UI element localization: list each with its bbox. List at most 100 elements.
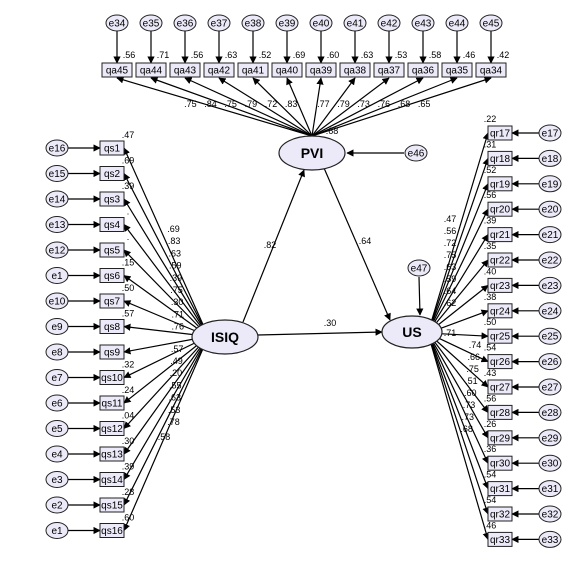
us-error-node-label: e24 [542, 306, 559, 317]
us-error-node-shape [538, 251, 562, 269]
us-error-node-label: e17 [542, 129, 559, 140]
isiq-r2-value: .47 [122, 130, 135, 140]
us-r2-value: .38 [484, 292, 497, 302]
us-indicator-shape [487, 150, 513, 166]
isiq-indicator-label: qs2 [104, 169, 121, 180]
isiq-loading-edge [123, 300, 206, 336]
isiq-indicator-shape [99, 293, 125, 309]
pvi-error-node-shape [343, 14, 367, 32]
us-indicator-shape [487, 531, 513, 547]
us-indicator-label: qr17 [490, 129, 510, 140]
us-indicator-label: qr23 [490, 281, 510, 292]
pvi-loading-edge [311, 77, 356, 137]
pvi-error-node-label: e37 [211, 19, 228, 30]
pvi-indicator-label: qa41 [242, 66, 265, 77]
pvi-error-node-label: e39 [279, 19, 296, 30]
us-loading-edge [429, 284, 489, 332]
us-loading-value: .47 [444, 214, 457, 224]
isiq-loading-value: .53 [168, 405, 181, 415]
pvi-loading-edge [116, 76, 313, 137]
isiq-loading-value: .57 [171, 344, 184, 354]
isiq-r2-value: . [127, 207, 130, 217]
pvi-r2-value: .63 [225, 50, 238, 60]
us-indicator-shape [487, 455, 513, 471]
us-error-node-shape [538, 175, 562, 193]
us-loading-edge [429, 259, 489, 331]
isiq-indicator-shape [99, 497, 125, 513]
us-error-node-label: e28 [542, 408, 559, 419]
us-error-node-shape [538, 378, 562, 396]
us-loading-value: .60 [464, 388, 477, 398]
us-error-node-label: e23 [542, 281, 559, 292]
isiq-loading-value: .69 [167, 224, 180, 234]
isiq-error-node-shape [45, 394, 69, 412]
pvi-r2-value: .42 [497, 50, 510, 60]
us-error-node-shape [538, 480, 562, 498]
pvi-error-node-label: e40 [313, 19, 330, 30]
isiq-indicator-label: qs12 [101, 424, 123, 435]
isiq-error-node-label: e1 [51, 271, 63, 282]
us-indicator-shape [487, 354, 513, 370]
isiq-indicator-label: qs13 [101, 450, 123, 461]
isiq-latent-shape [191, 319, 259, 355]
pvi-indicator-label: qa37 [378, 66, 401, 77]
pvi-indicator-shape [407, 62, 439, 78]
pvi-r2-value: .71 [157, 50, 170, 60]
pvi-error-node-label: e42 [381, 19, 398, 30]
pvi-error-node-shape [479, 14, 503, 32]
pvi-loading-value: .79 [337, 99, 350, 109]
isiq-indicator-shape [99, 395, 125, 411]
isiq-r2-value: .32 [122, 360, 135, 370]
pvi-r2-value: .68 [326, 126, 339, 136]
isiq-error-node-shape [45, 471, 69, 488]
isiq-r2-value: .50 [122, 283, 135, 293]
us-error-node-shape [538, 429, 562, 447]
isiq-indicator-label: qs14 [101, 475, 123, 486]
isiq-error-node-label: e12 [49, 246, 66, 257]
pvi-error-node-shape [377, 14, 401, 32]
pvi-indicator-label: qa40 [276, 66, 299, 77]
us-indicator-label: qr27 [490, 383, 510, 394]
pvi-indicator-shape [203, 62, 235, 78]
us-error-node-label: e32 [542, 510, 559, 521]
path-coefficient: .64 [359, 236, 372, 246]
us-indicator-shape [487, 404, 513, 420]
pvi-indicator-shape [373, 62, 405, 78]
us-indicator-shape [487, 176, 513, 192]
pvi-indicator-shape [101, 62, 133, 78]
us-r2-value: .40 [484, 266, 497, 276]
pvi-loading-edge [311, 77, 390, 137]
isiq-indicator-label: qs8 [104, 322, 121, 333]
us-indicator-label: qr21 [490, 230, 510, 241]
us-loading-edge [429, 337, 489, 464]
isiq-indicator-label: qs1 [104, 144, 121, 155]
us-indicator-label: qr28 [490, 408, 510, 419]
pvi-error-node-shape [105, 14, 129, 32]
isiq-loading-value: .59 [169, 261, 182, 271]
us-indicator-label: qr18 [490, 154, 510, 165]
isiq-error-node-shape [45, 420, 69, 437]
us-r2-value: .54 [484, 495, 497, 505]
isiq-loading-value: .49 [170, 356, 183, 366]
isiq-error-node-shape [45, 216, 69, 233]
us-indicator-shape [487, 227, 513, 243]
isiq-indicator-shape [99, 344, 125, 360]
isiq-loading-edge [123, 342, 206, 506]
pvi-latent-error-shape [404, 144, 428, 162]
us-indicator-shape [487, 506, 513, 522]
pvi-error-node-label: e44 [449, 19, 466, 30]
us-loading-edge [429, 338, 490, 490]
isiq-loading-value: .55 [169, 380, 182, 390]
us-loading-value: .56 [444, 226, 457, 236]
pvi-error-node-shape [445, 14, 469, 32]
pvi-loading-value: .79 [245, 99, 258, 109]
us-indicator-label: qr30 [490, 459, 510, 470]
isiq-r2-value: .39 [122, 462, 135, 472]
isiq-error-node-label: e8 [51, 348, 63, 359]
us-loading-value: .74 [469, 340, 482, 350]
isiq-error-node-shape [45, 190, 69, 208]
isiq-indicator-shape [99, 446, 125, 462]
us-loading-edge [429, 334, 489, 388]
us-error-node-label: e33 [542, 535, 559, 546]
pvi-loading-value: .75 [224, 99, 237, 109]
